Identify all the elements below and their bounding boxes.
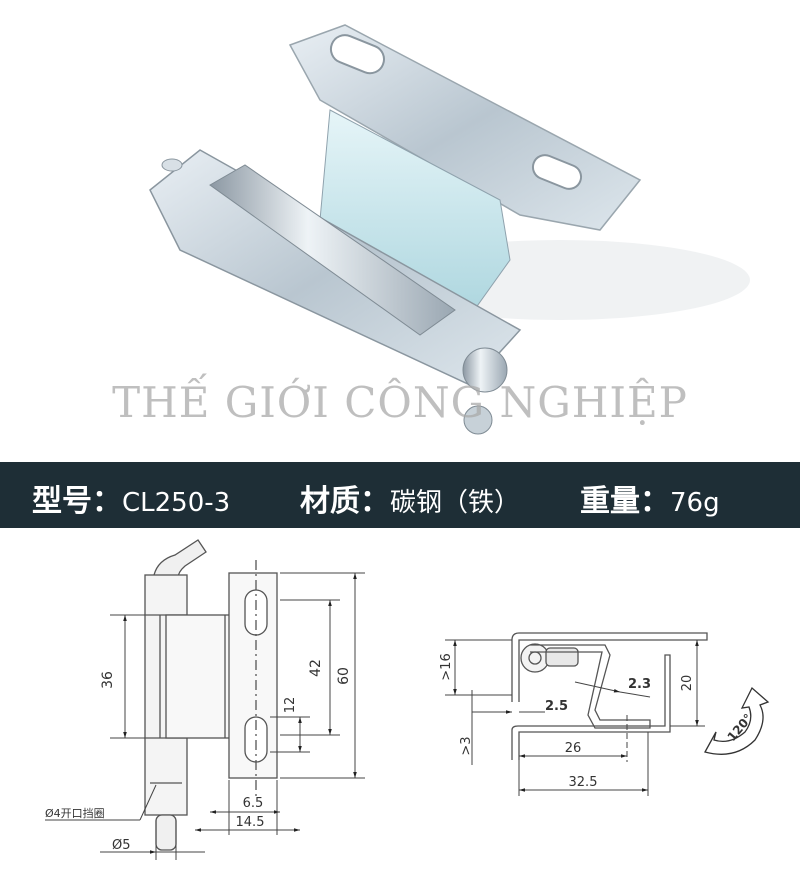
- side-view-dimensions: [445, 639, 705, 796]
- dim-32-5: 32.5: [569, 775, 598, 790]
- dim-42: 42: [308, 659, 324, 677]
- material-spec: 材质：碳钢（铁）: [300, 476, 520, 520]
- dim-gt3: >3: [459, 736, 474, 755]
- side-view: [511, 632, 708, 760]
- dim-dia5: Ø5: [112, 838, 131, 853]
- dim-6-5: 6.5: [243, 796, 264, 811]
- weight-value: 76g: [670, 488, 720, 518]
- material-value: 碳钢（铁）: [390, 488, 521, 518]
- spec-band: 型号：CL250-3 材质：碳钢（铁） 重量：76g: [0, 462, 800, 528]
- watermark-text: THẾ GIỚI CÔNG NGHIỆP: [112, 378, 688, 427]
- dim-2-3: 2.3: [628, 677, 651, 692]
- model-spec: 型号：CL250-3: [32, 476, 230, 520]
- dimension-drawing: 36 42 60 12 6.5 14.5 Ø5 Ø4开口挡圈: [45, 539, 770, 860]
- model-label: 型号：: [32, 484, 122, 519]
- dim-gt16: >16: [439, 653, 454, 680]
- dim-60: 60: [336, 667, 352, 685]
- model-value: CL250-3: [122, 488, 231, 518]
- weight-spec: 重量：76g: [580, 476, 720, 520]
- product-photo: THẾ GIỚI CÔNG NGHIỆP: [112, 24, 750, 435]
- dim-14-5: 14.5: [236, 815, 265, 830]
- material-label: 材质：: [300, 484, 390, 519]
- weight-label: 重量：: [580, 484, 670, 519]
- dim-2-5: 2.5: [545, 699, 568, 714]
- dim-26: 26: [565, 741, 582, 756]
- front-view: [144, 539, 278, 851]
- rotation-arrow-icon: 120°: [704, 686, 770, 755]
- dim-20: 20: [680, 675, 695, 692]
- dim-36: 36: [100, 671, 116, 689]
- hinge-photo-illustration: [149, 24, 750, 435]
- technical-drawings: 36 42 60 12 6.5 14.5 Ø5 Ø4开口挡圈: [0, 528, 800, 887]
- retaining-ring-callout: Ø4开口挡圈: [45, 806, 105, 820]
- dim-12: 12: [283, 697, 298, 714]
- front-view-dimensions: [45, 572, 365, 860]
